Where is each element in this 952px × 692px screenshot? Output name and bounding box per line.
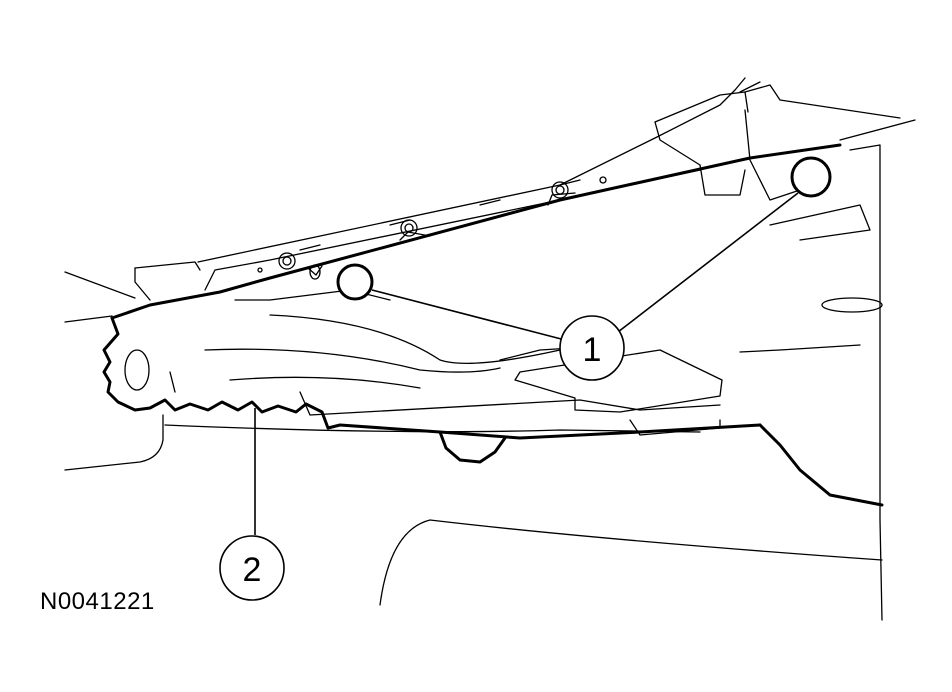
frame-member-outline: [102, 143, 884, 507]
frame-contours: [124, 264, 883, 436]
mounting-hole-right: [790, 156, 832, 198]
reference-code: N0041221: [40, 588, 155, 615]
background-body-lines: [64, 271, 883, 621]
callout-2-label: 2: [243, 551, 262, 589]
upper-rail-panel: [134, 77, 916, 521]
mounting-hole-left: [336, 263, 374, 301]
callout-1: 1: [371, 192, 799, 381]
callout-1-label: 1: [583, 331, 602, 369]
callout-2: 2: [219, 408, 285, 601]
